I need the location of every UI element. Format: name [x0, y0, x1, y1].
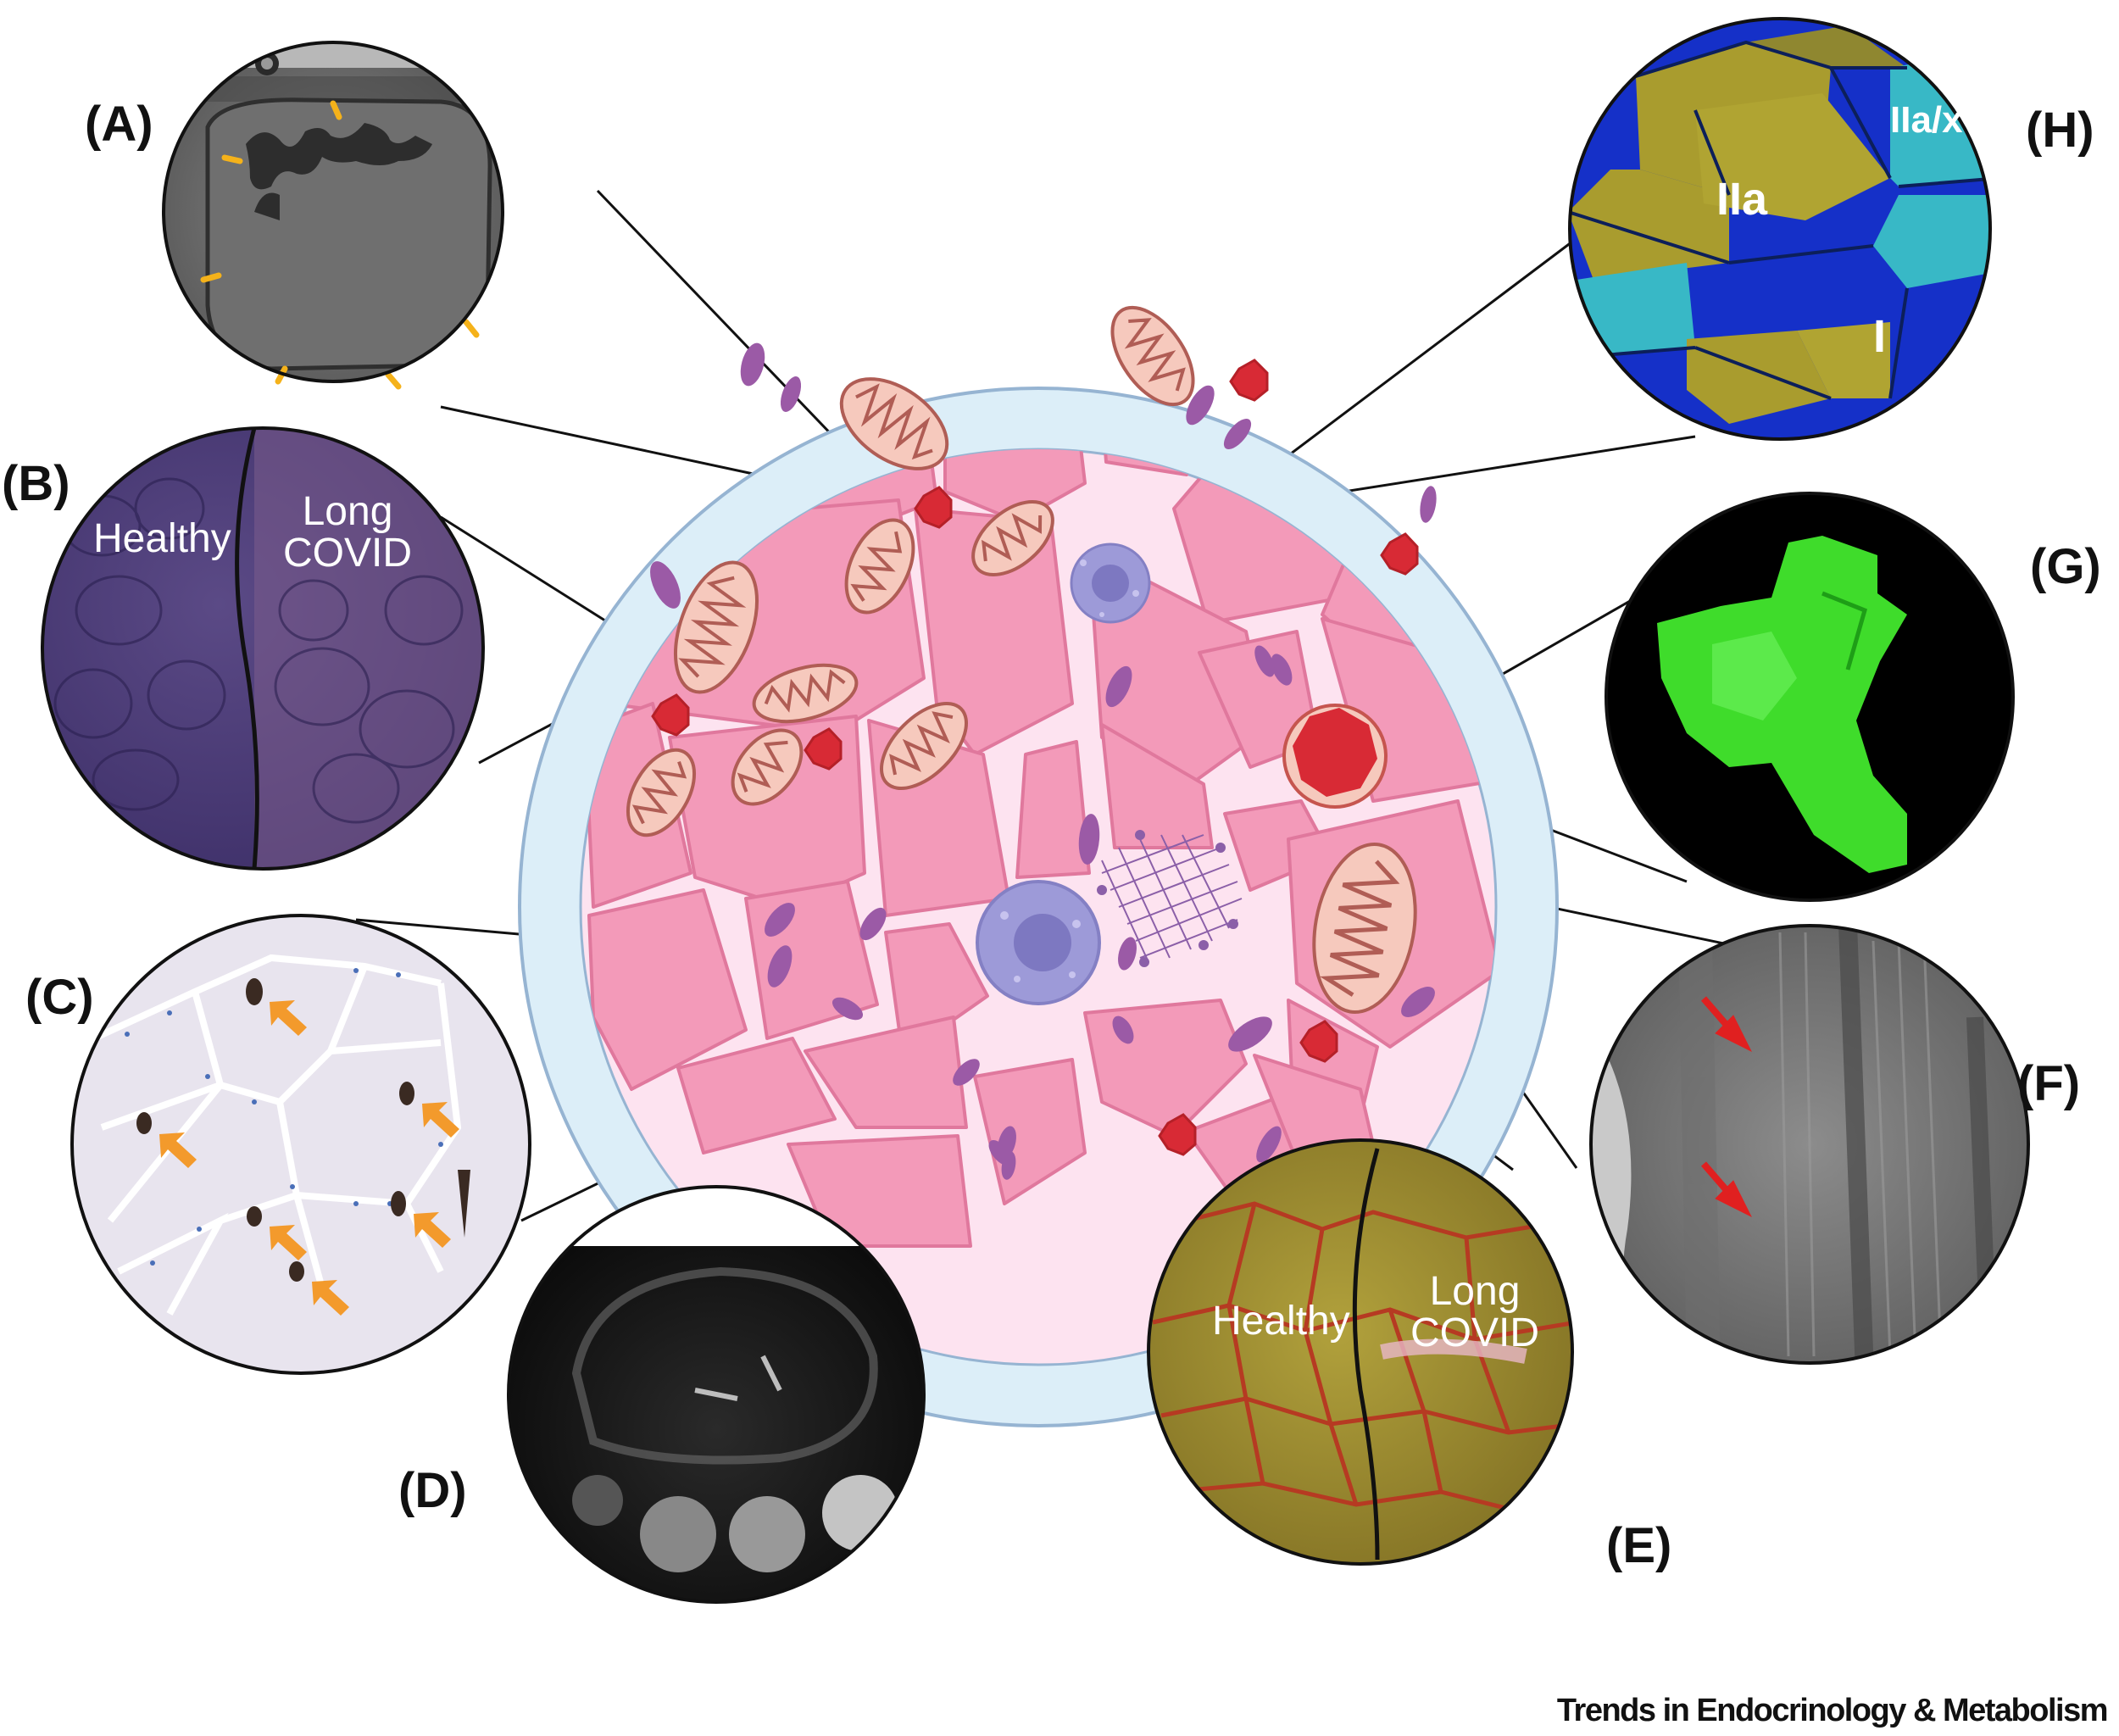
connector-h-top: [1263, 229, 1589, 475]
panel-label-a: (A): [85, 100, 153, 149]
myonucleus: [1417, 485, 1438, 524]
enlarged-capillary: [1284, 705, 1386, 807]
muscle-fiber: [1017, 742, 1089, 877]
panel-label-h: (H): [2026, 106, 2094, 155]
fiber-type-label-iia: IIa: [1716, 176, 1767, 223]
inset-e-long-covid-label: Long COVID: [1390, 1271, 1560, 1355]
inset-g-fluorescence: [1606, 493, 2013, 900]
fiber-type-label-i: I: [1873, 314, 1886, 360]
panel-label-d: (D): [398, 1466, 467, 1516]
inset-h-fiber-typing: [1568, 19, 2009, 439]
inset-b-long-covid-label: Long COVID: [280, 492, 415, 575]
journal-credit: Trends in Endocrinology & Metabolism: [1557, 1693, 2107, 1729]
panel-label-f: (F): [2017, 1060, 2080, 1109]
immune-cell-upper: [1071, 544, 1149, 622]
inset-b-healthy-label: Healthy: [93, 519, 231, 560]
inset-b-histology: [42, 415, 509, 890]
inset-a-electron-micrograph: [153, 34, 526, 387]
panel-label-b: (B): [2, 459, 70, 509]
inset-e-healthy-label: Healthy: [1212, 1301, 1350, 1343]
panel-label-c: (C): [25, 973, 94, 1022]
inset-f-electron-micrograph: [1585, 924, 2028, 1373]
panel-label-g: (G): [2030, 542, 2101, 592]
inset-d-mri: [509, 1187, 924, 1653]
fiber-type-label-iiax: IIa/x: [1890, 102, 1963, 140]
inset-c-immunohistochemistry: [72, 915, 530, 1373]
panel-label-e: (E): [1606, 1522, 1671, 1571]
capillary: [1231, 360, 1267, 400]
immune-cell-lower: [977, 882, 1099, 1004]
